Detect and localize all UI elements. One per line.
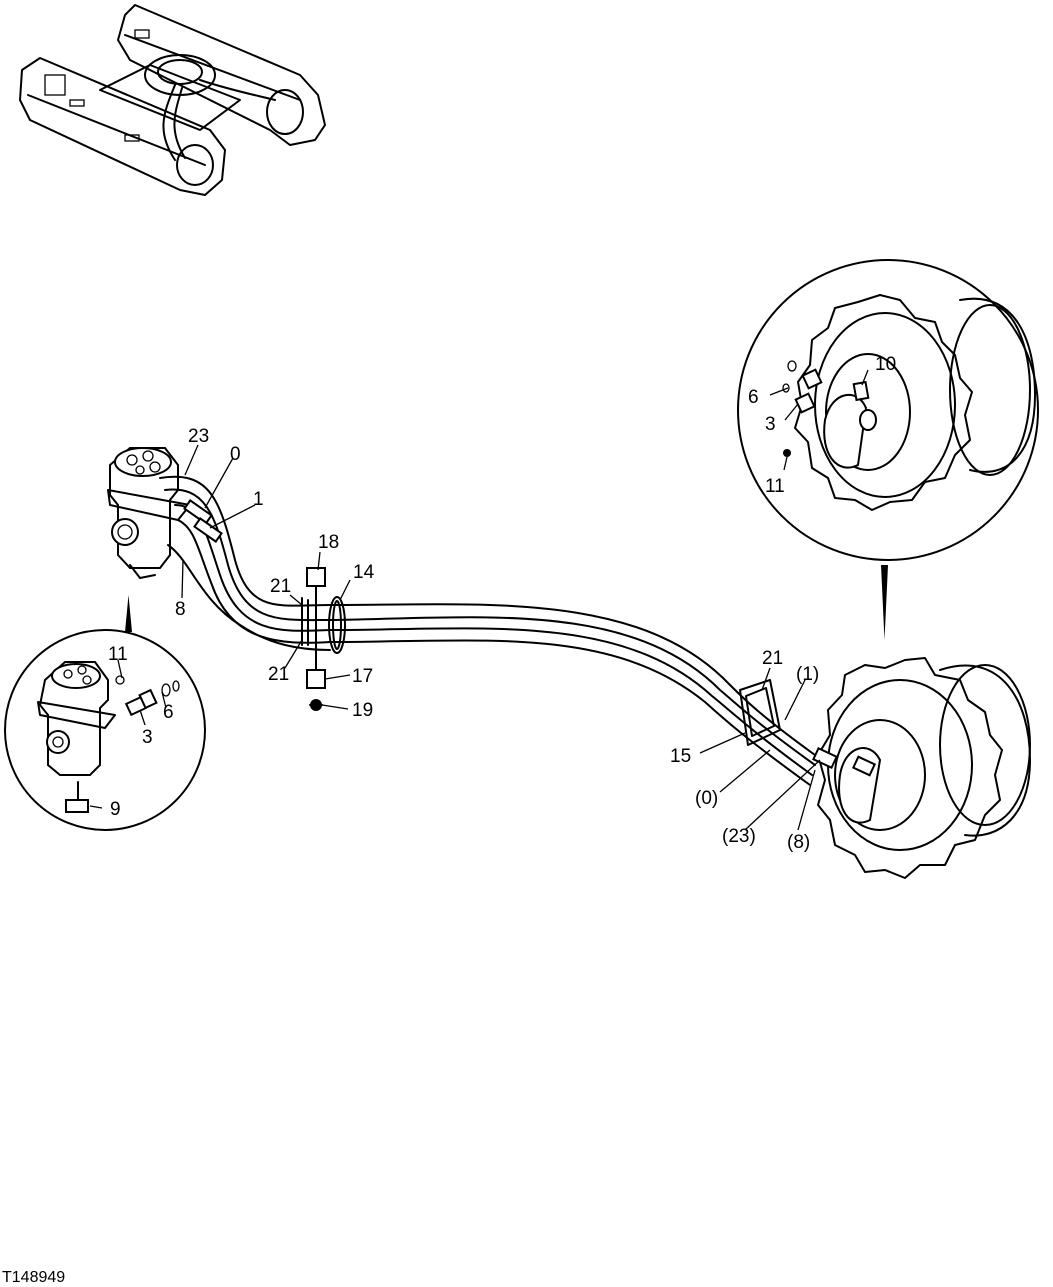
label-0: 0 (230, 444, 241, 465)
label-3-right: 3 (765, 414, 776, 435)
label-0-paren: (0) (695, 788, 718, 809)
leader-lines (89, 369, 869, 831)
label-10: 10 (875, 354, 896, 375)
label-21-upper: 21 (270, 576, 291, 597)
part-labels: 23 0 1 8 18 14 21 21 17 19 21 (1) 15 (0)… (108, 354, 896, 853)
label-11-left: 11 (108, 644, 128, 665)
undercarriage-overview (19, 4, 326, 196)
label-1: 1 (253, 489, 264, 510)
label-19: 19 (352, 700, 373, 721)
detail-circle-left (4, 595, 206, 831)
label-15: 15 (670, 746, 691, 767)
center-joint (107, 447, 191, 579)
label-17: 17 (352, 666, 373, 687)
travel-motor (812, 657, 1031, 879)
label-18: 18 (318, 532, 339, 553)
label-8: 8 (175, 599, 186, 620)
label-9: 9 (110, 799, 121, 820)
figure-id: T148949 (2, 1269, 66, 1286)
label-6-left: 6 (163, 702, 174, 723)
label-8-paren: (8) (787, 832, 810, 853)
label-21-right: 21 (762, 648, 783, 669)
label-14: 14 (353, 562, 375, 583)
label-23-paren: (23) (722, 826, 756, 847)
label-11-right: 11 (765, 476, 785, 497)
hoses (159, 475, 816, 786)
right-clamp (739, 679, 781, 746)
label-21-lower: 21 (268, 664, 289, 685)
label-1-paren: (1) (796, 664, 819, 685)
detail-circle-right (737, 259, 1039, 640)
label-3-left: 3 (142, 727, 153, 748)
label-23: 23 (188, 426, 209, 447)
label-6-right: 6 (748, 387, 759, 408)
clamp-assembly (301, 567, 346, 711)
